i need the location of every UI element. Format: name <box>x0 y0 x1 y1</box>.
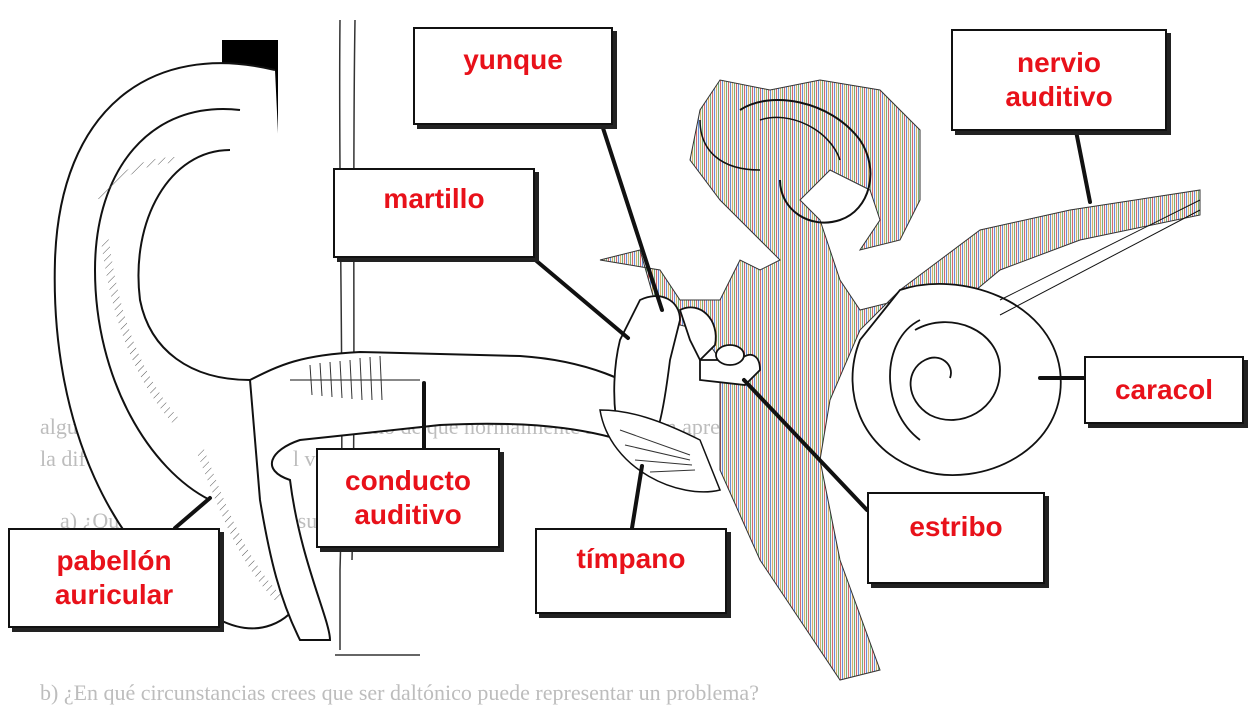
label-nervio-auditivo-text: nervio auditivo <box>1005 46 1112 114</box>
label-pabellon-auricular: pabellón auricular <box>8 528 220 628</box>
label-caracol: caracol <box>1084 356 1244 424</box>
label-timpano-text: tímpano <box>577 542 686 576</box>
label-caracol-text: caracol <box>1115 373 1213 407</box>
pointer-yunque <box>602 125 662 310</box>
label-estribo: estribo <box>867 492 1045 584</box>
label-yunque-text: yunque <box>463 43 563 77</box>
label-pabellon-auricular-text: pabellón auricular <box>55 544 173 612</box>
pointer-nervio <box>1076 131 1090 202</box>
label-estribo-text: estribo <box>909 510 1002 544</box>
pointer-martillo <box>533 258 628 338</box>
label-conducto-auditivo: conducto auditivo <box>316 448 500 548</box>
bg-text-line4: b) ¿En qué circunstancias crees que ser … <box>40 680 759 705</box>
head-outline <box>335 20 420 655</box>
label-martillo: martillo <box>333 168 535 258</box>
label-nervio-auditivo: nervio auditivo <box>951 29 1167 131</box>
label-conducto-auditivo-text: conducto auditivo <box>345 464 471 532</box>
label-yunque: yunque <box>413 27 613 125</box>
label-martillo-text: martillo <box>383 182 484 216</box>
pointer-timpano <box>632 466 642 528</box>
label-timpano: tímpano <box>535 528 727 614</box>
